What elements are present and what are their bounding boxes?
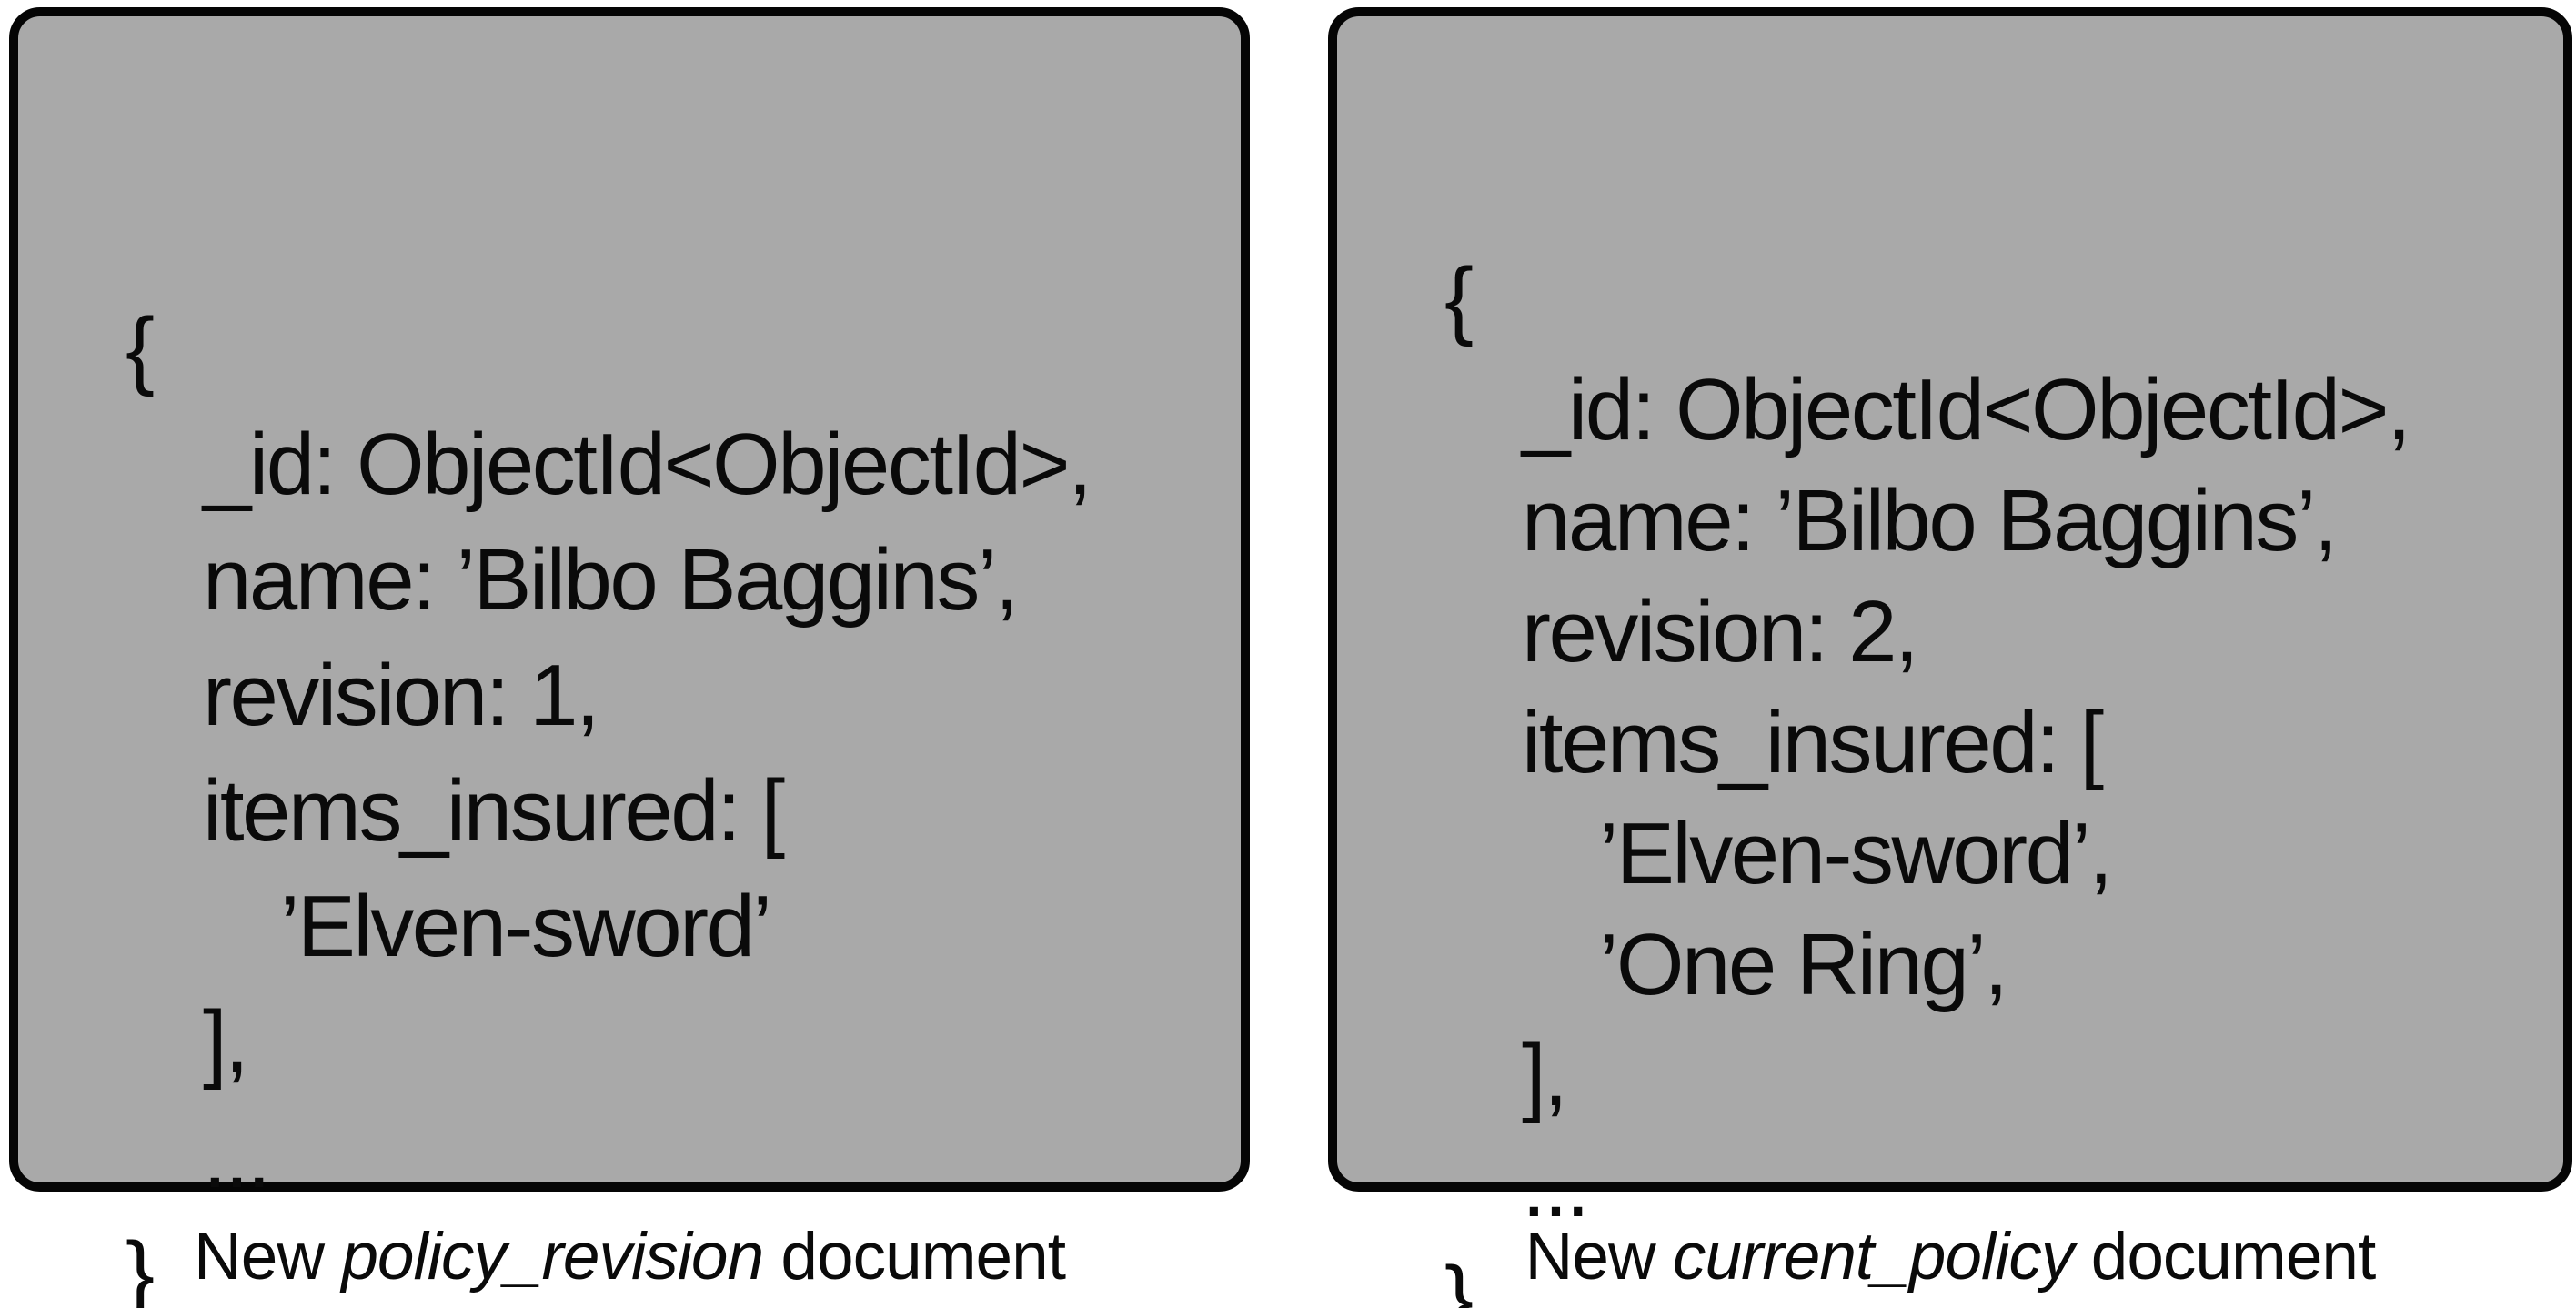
document-box-current-policy: { _id: ObjectId<ObjectId>, name: ’Bilbo Ba… (1328, 7, 2572, 1308)
code-line: items_insured: [ (203, 762, 785, 860)
caption-text: New (194, 1220, 342, 1293)
document-body-policy-revision: { _id: ObjectId<ObjectId>, name: ’Bilbo Ba… (18, 216, 1241, 1308)
code-line: revision: 2, (1522, 583, 1919, 680)
code-line: name: ’Bilbo Baggins’, (1522, 472, 2338, 569)
code-line: ’One Ring’, (1599, 916, 2008, 1013)
document-box-policy-revision: { _id: ObjectId<ObjectId>, name: ’Bilbo Ba… (9, 7, 1250, 1308)
code-line: } (126, 1224, 155, 1308)
code-line: { (126, 300, 155, 397)
caption-current-policy: New current_policy document (1328, 1212, 2572, 1303)
caption-collection-name: current_policy (1673, 1220, 2074, 1293)
code-line: revision: 1, (203, 647, 600, 744)
code-line: ... (1522, 1138, 1590, 1235)
caption-text: New (1524, 1220, 1673, 1293)
code-line: ], (203, 993, 249, 1091)
code-line: ’Elven-sword’ (280, 878, 772, 975)
document-body-current-policy: { _id: ObjectId<ObjectId>, name: ’Bilbo Ba… (1337, 216, 2563, 1308)
code-line: ’Elven-sword’, (1599, 805, 2113, 902)
code-line: _id: ObjectId<ObjectId>, (203, 416, 1092, 513)
code-line: } (1444, 1249, 1474, 1308)
caption-collection-name: policy_revision (341, 1220, 764, 1293)
code-line: ], (1522, 1027, 1568, 1124)
code-line: items_insured: [ (1522, 694, 2104, 791)
caption-text: document (763, 1220, 1066, 1293)
code-line: ... (203, 1109, 271, 1206)
caption-text: document (2073, 1220, 2377, 1293)
code-line: _id: ObjectId<ObjectId>, (1522, 361, 2411, 458)
caption-policy-revision: New policy_revision document (9, 1212, 1250, 1303)
code-line: { (1444, 250, 1474, 347)
code-line: name: ’Bilbo Baggins’, (203, 531, 1019, 629)
